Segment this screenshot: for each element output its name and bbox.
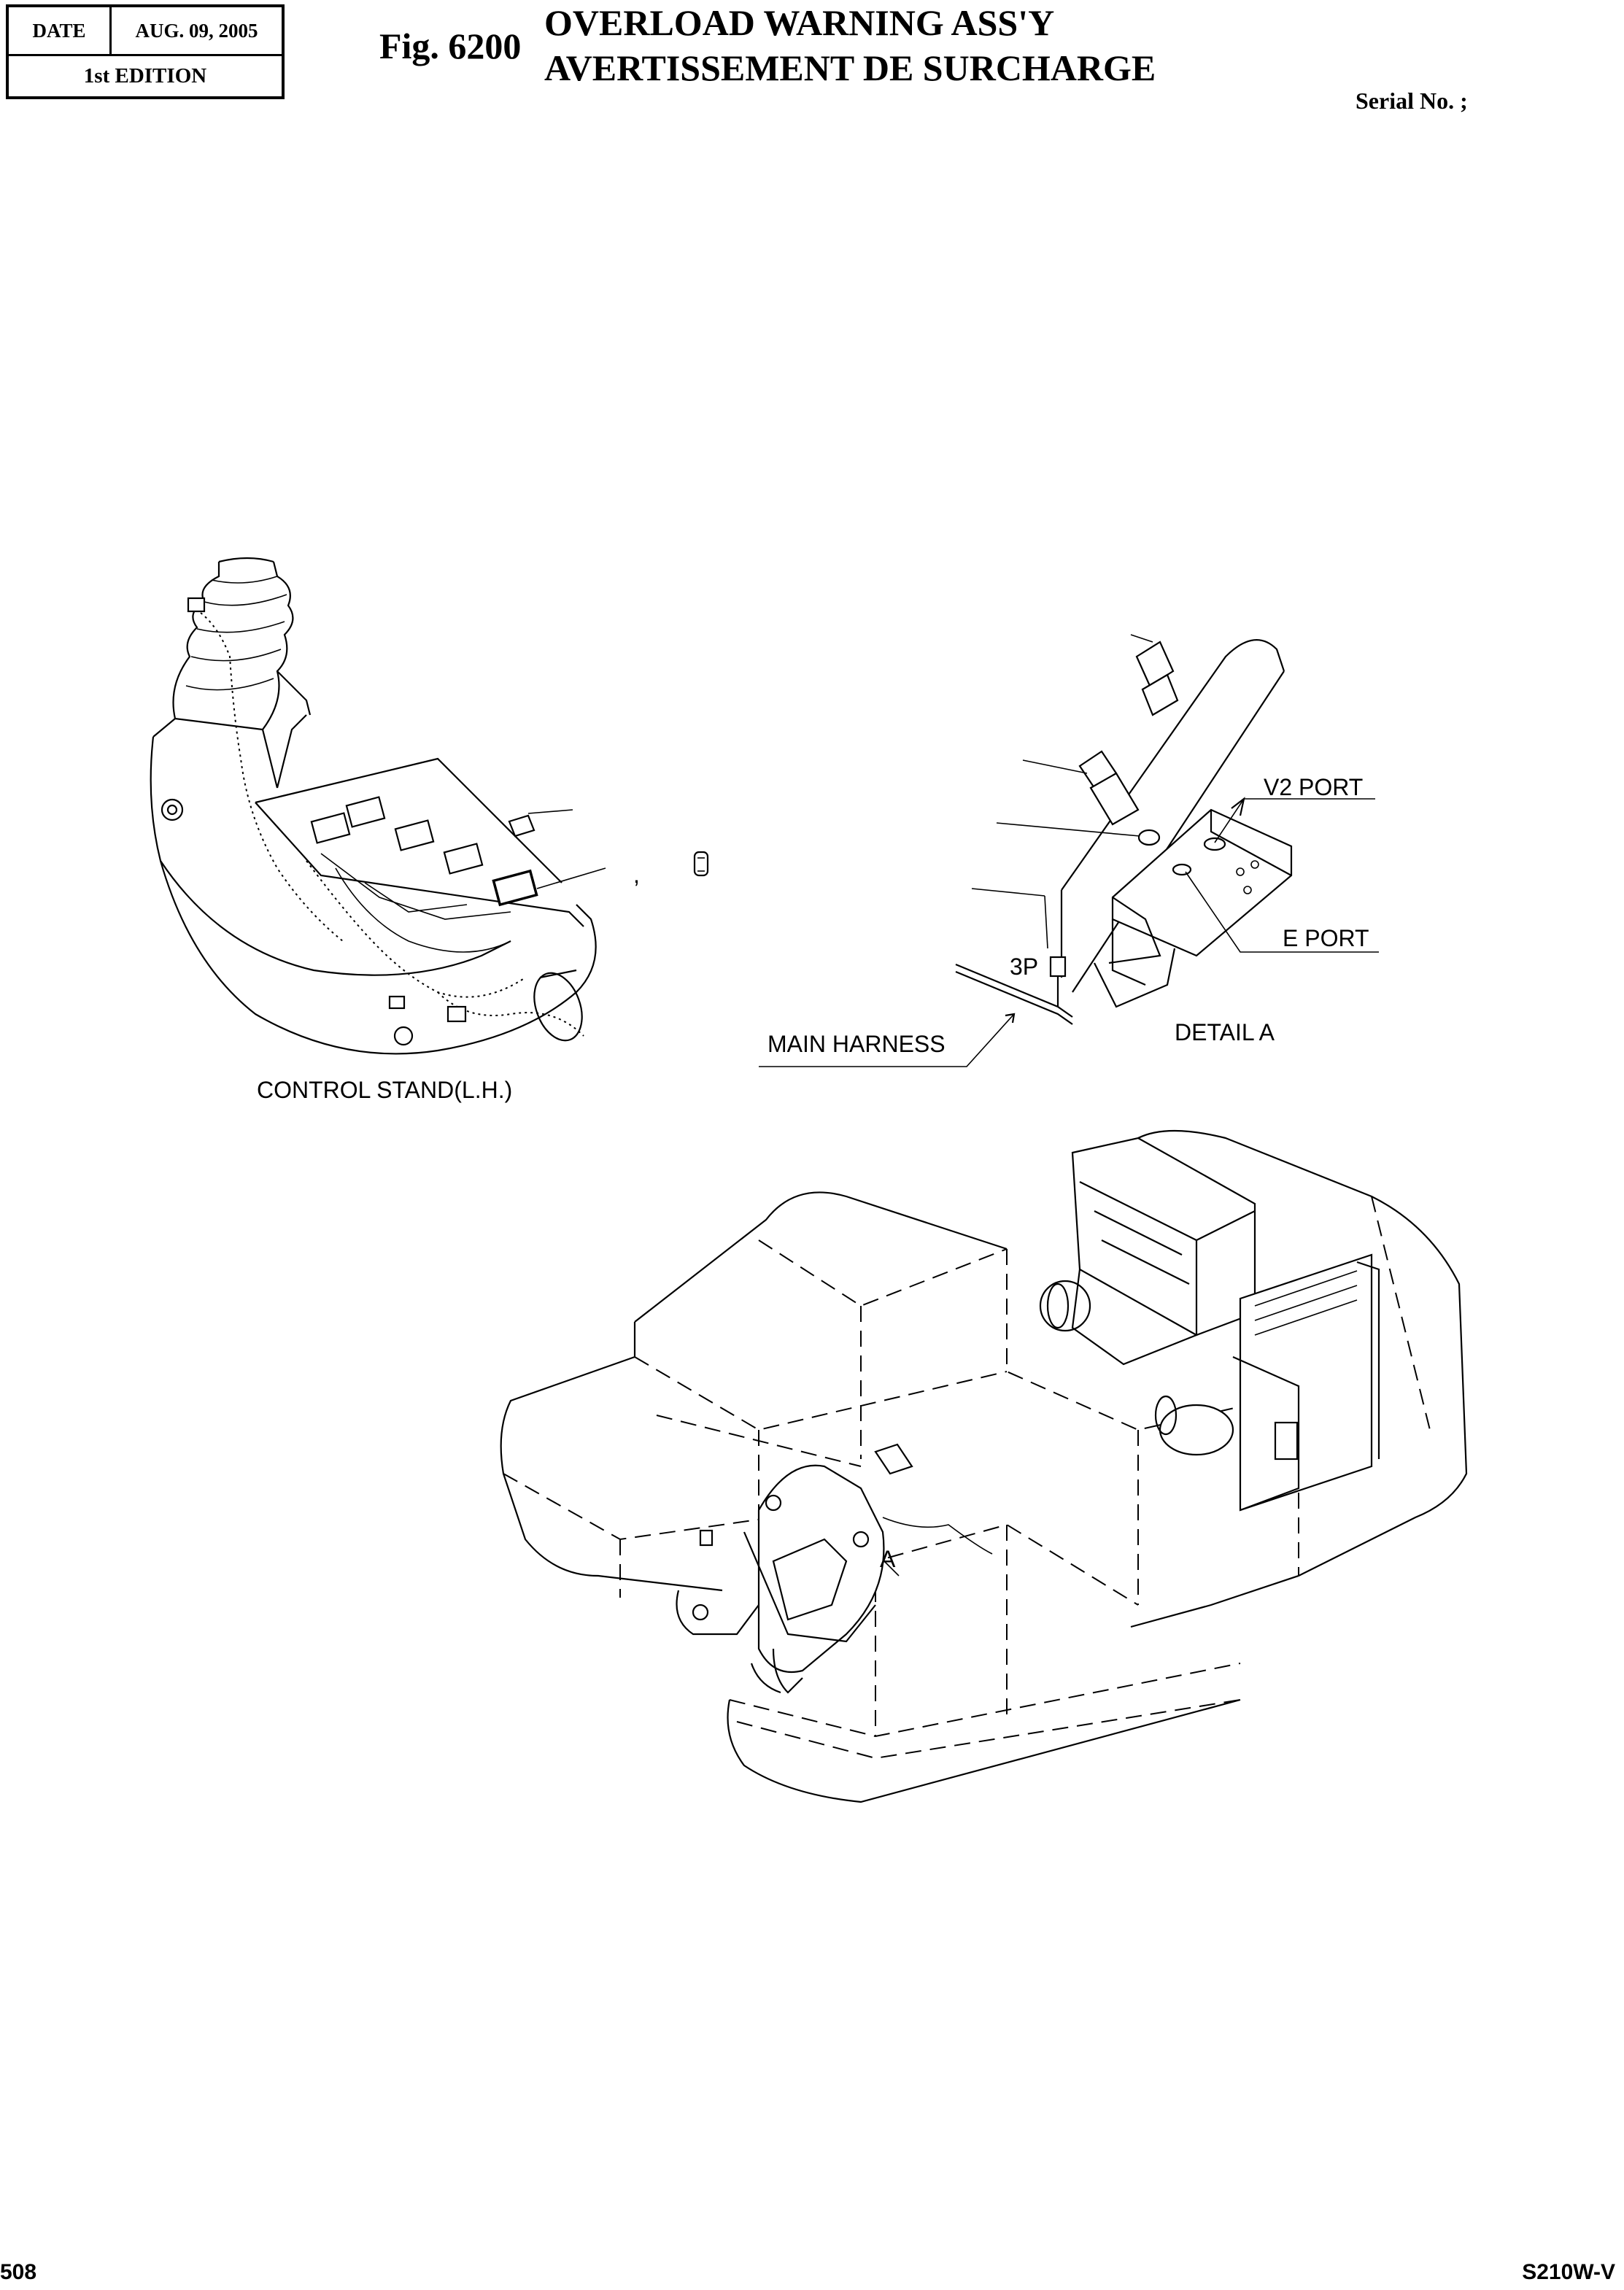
detail-a-drawing bbox=[759, 634, 1379, 1067]
model-number: S210W-V bbox=[1522, 2260, 1615, 2284]
label-control-stand: CONTROL STAND(L.H.) bbox=[257, 1077, 512, 1103]
header-box: DATE AUG. 09, 2005 1st EDITION bbox=[6, 4, 285, 99]
date-value: AUG. 09, 2005 bbox=[135, 19, 258, 42]
label-detail-a: DETAIL A bbox=[1175, 1019, 1275, 1045]
header-date-row: DATE AUG. 09, 2005 bbox=[9, 7, 282, 56]
machine-overview-drawing bbox=[500, 1129, 1468, 1803]
title-english: OVERLOAD WARNING ASS'Y bbox=[544, 2, 1055, 43]
date-label: DATE bbox=[9, 7, 112, 54]
page-number: 508 bbox=[0, 2260, 37, 2284]
figure-number: Fig. 6200 bbox=[379, 26, 522, 66]
label-main-harness: MAIN HARNESS bbox=[767, 1031, 946, 1057]
title-french: AVERTISSEMENT DE SURCHARGE bbox=[544, 47, 1156, 88]
label-3p: 3P bbox=[1010, 953, 1038, 980]
edition-label: 1st EDITION bbox=[83, 64, 207, 88]
label-e-port: E PORT bbox=[1283, 925, 1369, 951]
label-a: A bbox=[880, 1546, 896, 1572]
control-stand-drawing bbox=[150, 557, 709, 1055]
label-comma: , bbox=[633, 862, 640, 888]
serial-number-label: Serial No. ; bbox=[1356, 88, 1468, 114]
label-v2-port: V2 PORT bbox=[1264, 774, 1363, 800]
